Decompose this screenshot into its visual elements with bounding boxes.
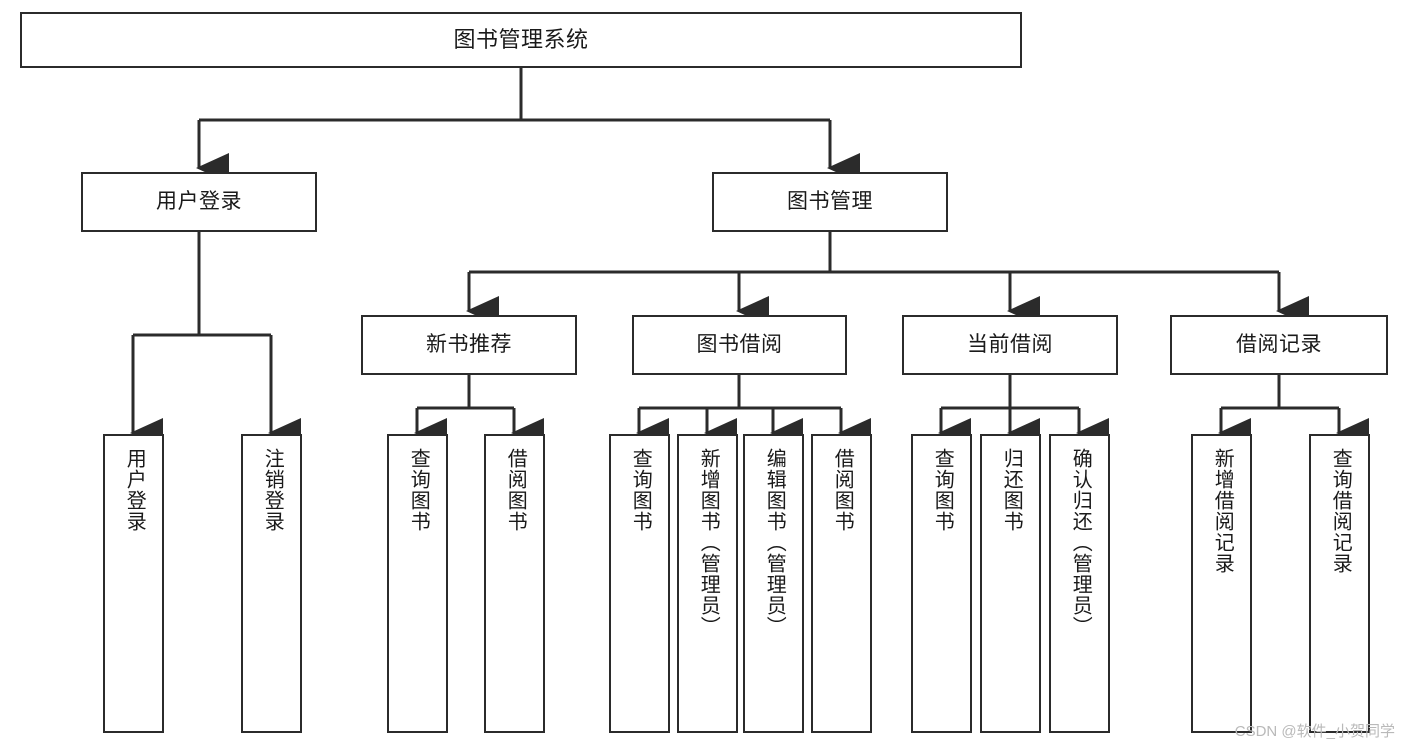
node-label: 新书推荐 bbox=[426, 332, 512, 356]
leaf-current-borrow-query-book[interactable]: 查询图书 bbox=[911, 434, 972, 733]
leaf-book-borrow-add-book-admin[interactable]: 新增图书（管理员） bbox=[677, 434, 738, 733]
node-book-management[interactable]: 图书管理 bbox=[712, 172, 948, 232]
node-label: 借阅图书 bbox=[504, 448, 527, 532]
node-label: 用户登录 bbox=[123, 448, 146, 532]
node-label: 查询图书 bbox=[407, 448, 430, 532]
node-label: 查询借阅记录 bbox=[1329, 448, 1352, 574]
node-label: 借阅图书 bbox=[831, 448, 854, 532]
node-label: 编辑图书（管理员） bbox=[763, 448, 786, 637]
leaf-new-book-borrow-book[interactable]: 借阅图书 bbox=[484, 434, 545, 733]
leaf-user-login-logout[interactable]: 注销登录 bbox=[241, 434, 302, 733]
node-label: 用户登录 bbox=[156, 189, 242, 213]
node-label: 查询图书 bbox=[629, 448, 652, 532]
node-label: 新增借阅记录 bbox=[1211, 448, 1234, 574]
leaf-user-login-login[interactable]: 用户登录 bbox=[103, 434, 164, 733]
node-label: 图书借阅 bbox=[696, 332, 783, 356]
node-label: 借阅记录 bbox=[1236, 332, 1322, 356]
node-new-book-recommend[interactable]: 新书推荐 bbox=[361, 315, 577, 375]
node-label: 图书管理系统 bbox=[453, 27, 589, 53]
node-label: 归还图书 bbox=[1000, 448, 1023, 532]
node-label: 查询图书 bbox=[931, 448, 954, 532]
node-label: 注销登录 bbox=[261, 448, 284, 532]
leaf-current-borrow-confirm-return-admin[interactable]: 确认归还（管理员） bbox=[1049, 434, 1110, 733]
node-borrow-record[interactable]: 借阅记录 bbox=[1170, 315, 1388, 375]
csdn-watermark: CSDN @软件_小贺同学 bbox=[1234, 723, 1395, 740]
node-current-borrow[interactable]: 当前借阅 bbox=[902, 315, 1118, 375]
leaf-current-borrow-return-book[interactable]: 归还图书 bbox=[980, 434, 1041, 733]
node-label: 当前借阅 bbox=[967, 332, 1053, 356]
leaf-book-borrow-edit-book-admin[interactable]: 编辑图书（管理员） bbox=[743, 434, 804, 733]
node-label: 图书管理 bbox=[787, 189, 873, 213]
node-book-borrow[interactable]: 图书借阅 bbox=[632, 315, 847, 375]
node-user-login[interactable]: 用户登录 bbox=[81, 172, 317, 232]
leaf-book-borrow-query-book[interactable]: 查询图书 bbox=[609, 434, 670, 733]
node-root-book-management-system[interactable]: 图书管理系统 bbox=[20, 12, 1022, 68]
leaf-borrow-record-query-record[interactable]: 查询借阅记录 bbox=[1309, 434, 1370, 733]
leaf-new-book-query-book[interactable]: 查询图书 bbox=[387, 434, 448, 733]
node-label: 新增图书（管理员） bbox=[697, 448, 720, 637]
leaf-borrow-record-add-record[interactable]: 新增借阅记录 bbox=[1191, 434, 1252, 733]
leaf-book-borrow-borrow-book[interactable]: 借阅图书 bbox=[811, 434, 872, 733]
node-label: 确认归还（管理员） bbox=[1069, 448, 1092, 637]
